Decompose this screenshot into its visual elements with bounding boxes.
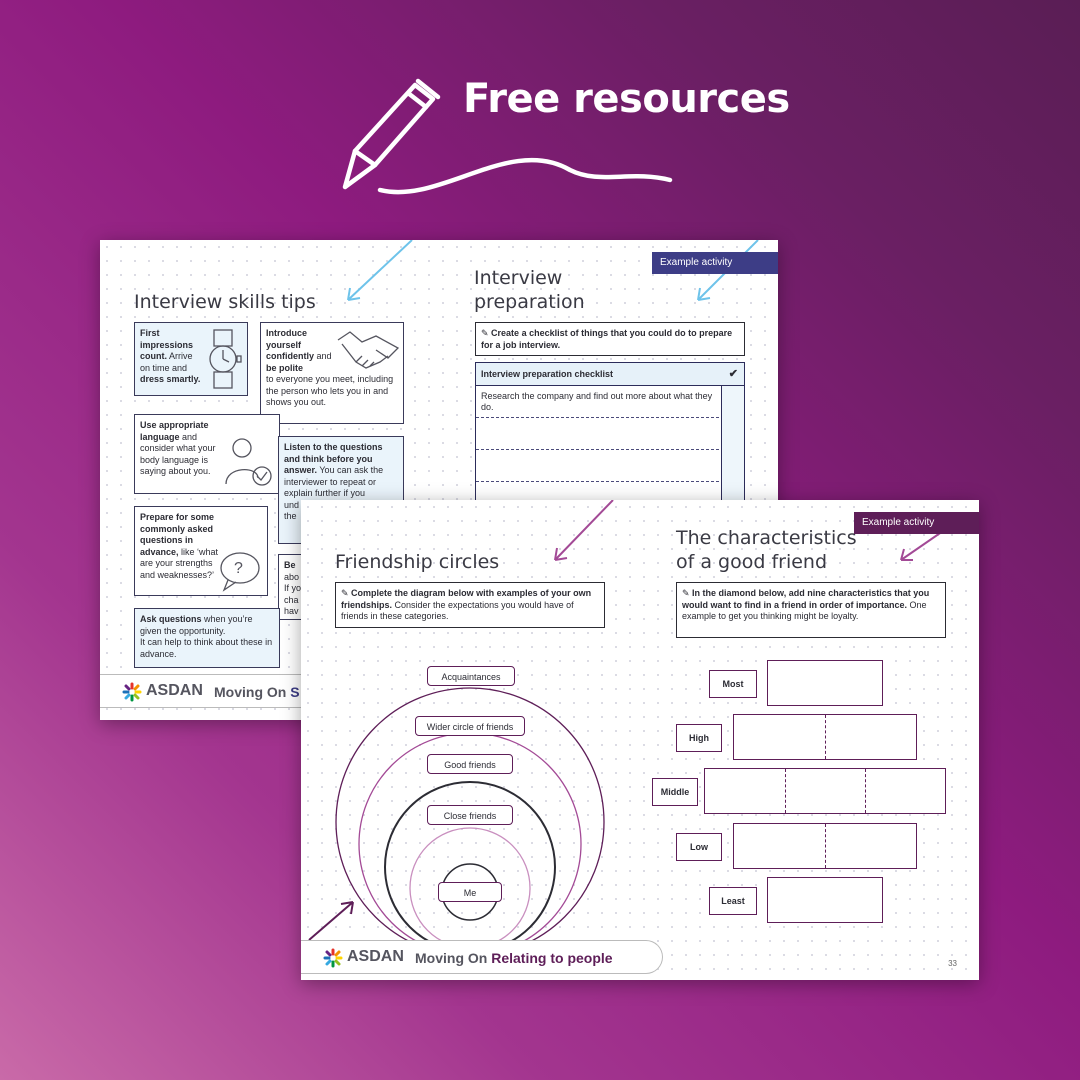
asdan-logo-icon — [323, 948, 343, 968]
asdan-logo-icon — [122, 682, 142, 702]
handshake-icon — [337, 331, 400, 369]
checklist-row[interactable] — [476, 450, 744, 482]
page-footer: ASDAN Moving On Relating to people — [301, 940, 663, 974]
diamond-row-most[interactable] — [767, 660, 883, 706]
circle-label-wider-circle: Wider circle of friends — [415, 716, 525, 736]
checklist-row: Research the company and find out more a… — [476, 386, 744, 418]
activity-instruction: ✎ In the diamond below, add nine charact… — [676, 582, 946, 638]
circle-label-acquaintances: Acquaintances — [427, 666, 515, 686]
person-check-icon — [225, 438, 272, 486]
tip-introduce: Introduce yourself confidently and be po… — [260, 322, 404, 424]
arrow-icon — [347, 240, 413, 301]
asdan-brand: ASDAN — [347, 948, 404, 965]
example-activity-badge: Example activity — [854, 512, 979, 534]
diamond-label-most: Most — [709, 670, 757, 698]
diamond-row-middle[interactable] — [704, 768, 946, 814]
speech-bubble-icon: ? — [220, 552, 260, 592]
asdan-brand: ASDAN — [146, 682, 203, 699]
arrow-icon — [554, 500, 614, 561]
pencil-icon: ✎ — [481, 328, 492, 338]
diamond-row-low[interactable] — [733, 823, 917, 869]
diamond-label-least: Least — [709, 887, 757, 915]
tip-language: Use appropriate language and consider wh… — [134, 414, 280, 494]
diamond-label-middle: Middle — [652, 778, 698, 806]
footer-course-title: Moving On S — [214, 684, 300, 700]
activity-instruction: ✎ Complete the diagram below with exampl… — [335, 582, 605, 628]
footer-course-title: Moving On Relating to people — [415, 950, 613, 966]
circle-label-good-friends: Good friends — [427, 754, 513, 774]
diamond-row-high[interactable] — [733, 714, 917, 760]
diamond-label-low: Low — [676, 833, 722, 861]
tip-prepare: Prepare for some commonly asked question… — [134, 506, 268, 596]
section-title: Interview skills tips — [134, 291, 316, 313]
pencil-icon: ✎ — [341, 588, 352, 598]
diamond-row-least[interactable] — [767, 877, 883, 923]
pencil-icon: ✎ — [682, 588, 693, 598]
pen-icon — [342, 78, 673, 195]
checklist-header: Interview preparation checklist — [481, 369, 614, 379]
page-title: Free resources — [463, 76, 790, 122]
watch-icon — [209, 329, 242, 389]
diamond-label-high: High — [676, 724, 722, 752]
page-number: 33 — [948, 959, 957, 968]
example-activity-badge: Example activity — [652, 252, 778, 274]
checkmark-icon: ✔ — [728, 368, 738, 380]
section-title: Friendship circles — [335, 551, 500, 573]
svg-text:?: ? — [234, 560, 243, 577]
checklist-row[interactable] — [476, 418, 744, 450]
arrow-icon — [308, 901, 354, 941]
tip-ask-questions: Ask questions when you’re given the oppo… — [134, 608, 280, 668]
circle-label-close-friends: Close friends — [427, 805, 513, 825]
tip-first-impressions: First impressions count. Arrive on time … — [134, 322, 248, 396]
activity-instruction: ✎ Create a checklist of things that you … — [475, 322, 745, 356]
circle-label-me: Me — [438, 882, 502, 902]
